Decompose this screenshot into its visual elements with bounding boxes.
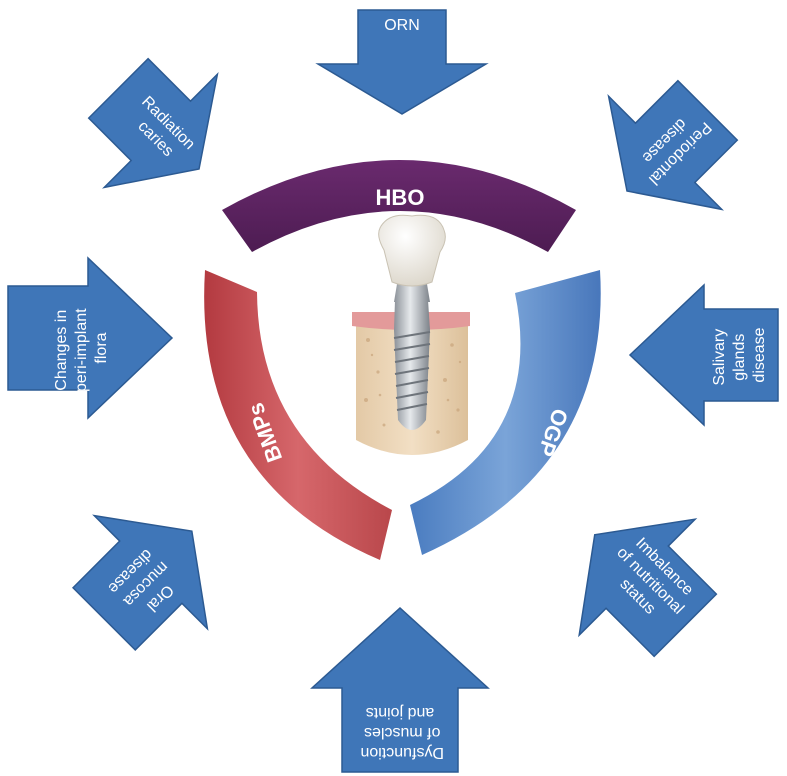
arrow-muscles-joints-label: Dysfunction of muscles and joints — [356, 704, 444, 761]
ogp-band: OGP — [410, 270, 601, 555]
arrow-muscles-joints: Dysfunction of muscles and joints — [310, 606, 490, 773]
dental-implant-illustration — [352, 214, 470, 455]
hbo-band: HBO — [222, 160, 576, 252]
arrow-nutritional-status: Imbalance of nutritional status — [578, 518, 718, 658]
hbo-band-label: HBO — [376, 185, 425, 210]
arrow-orn: ORN — [315, 9, 489, 115]
arrow-orn-label: ORN — [384, 17, 420, 34]
arrow-radiation-caries: Radiation caries — [87, 57, 219, 189]
arrow-oral-mucosa: Oral mucosa disease — [71, 514, 209, 652]
arrow-peri-implant-flora-label: Changes in peri-implant flora — [53, 304, 110, 392]
arrow-salivary-glands: Salivary glands disease — [628, 283, 779, 427]
bmps-band: BMPs — [204, 270, 392, 560]
arrow-periodontal-disease: Periodontal disease — [607, 79, 739, 211]
arrow-salivary-glands-label: Salivary glands disease — [711, 324, 768, 385]
arrow-peri-implant-flora: Changes in peri-implant flora — [7, 256, 174, 420]
